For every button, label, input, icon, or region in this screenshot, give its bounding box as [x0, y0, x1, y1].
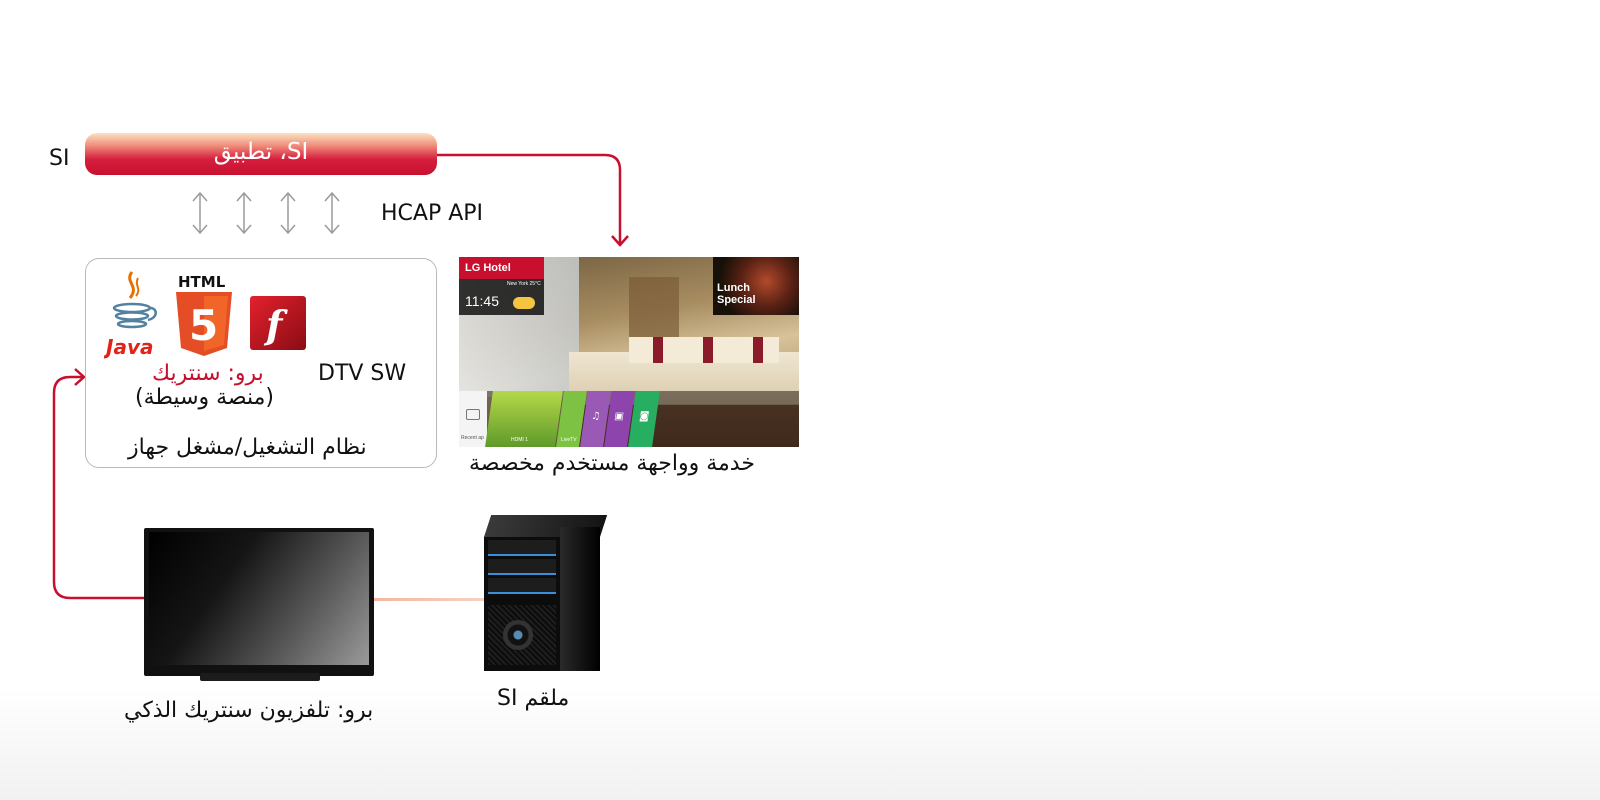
hotel-pillows — [629, 337, 779, 363]
middleware-label: (منصة وسيطة) — [135, 385, 274, 410]
recent-label: Recent ap — [461, 435, 484, 441]
html5-logo-number: 5 — [189, 301, 218, 350]
tv-stand — [200, 673, 320, 681]
html5-logo-icon: HTML 5 — [172, 272, 236, 358]
java-logo-text: Java — [104, 335, 153, 359]
si-server-caption: SI ملقم — [497, 686, 569, 711]
tile-livetv-label: LiveTV — [561, 437, 577, 443]
custom-ui-screenshot: LG Hotel 11:45 New York 25°C Lunch Speci… — [459, 257, 799, 447]
music-icon: ♫ — [591, 411, 602, 422]
lunch-line-2: Special — [717, 294, 756, 306]
tv-server-link — [374, 598, 484, 601]
server-bay — [488, 540, 556, 556]
hotel-brand-badge: LG Hotel — [459, 257, 544, 279]
pro-centric-label: برو: سنتريك — [152, 361, 264, 386]
tv-screen — [149, 532, 369, 665]
app-to-ui-arrow — [437, 155, 620, 244]
tv-icon: ◙ — [639, 411, 650, 422]
dtv-sw-label: DTV SW — [318, 361, 406, 386]
api-arrow-4 — [325, 193, 339, 233]
html5-logo-text: HTML — [178, 273, 226, 291]
java-logo-icon: Java — [104, 268, 160, 360]
smart-tv-caption: برو: تلفزيون سنتريك الذكي — [124, 698, 373, 723]
server-fan-icon — [503, 620, 533, 650]
clock-time: 11:45 — [465, 293, 499, 309]
clock-city: New York 25°C — [507, 281, 541, 287]
server-bay — [488, 559, 556, 575]
custom-ui-caption: خدمة وواجهة مستخدم مخصصة — [469, 451, 755, 476]
flash-logo-icon: f — [250, 296, 306, 350]
server-side — [560, 527, 600, 671]
tile-hdmi-label: HDMI 1 — [511, 437, 528, 443]
os-driver-label: نظام التشغيل/مشغل جهاز — [128, 435, 367, 460]
server-bay — [488, 578, 556, 594]
photo-icon: ▣ — [614, 411, 625, 422]
si-app-bar: تطبيق ،SI — [85, 133, 437, 175]
api-arrow-1 — [193, 193, 207, 233]
api-arrow-2 — [237, 193, 251, 233]
lunch-line-1: Lunch — [717, 282, 756, 294]
weather-icon — [513, 297, 535, 309]
si-label: SI — [49, 146, 69, 171]
hcap-api-label: HCAP API — [381, 201, 483, 226]
lunch-special-text: Lunch Special — [717, 282, 756, 306]
api-arrow-3 — [281, 193, 295, 233]
recent-tv-icon — [466, 409, 480, 420]
